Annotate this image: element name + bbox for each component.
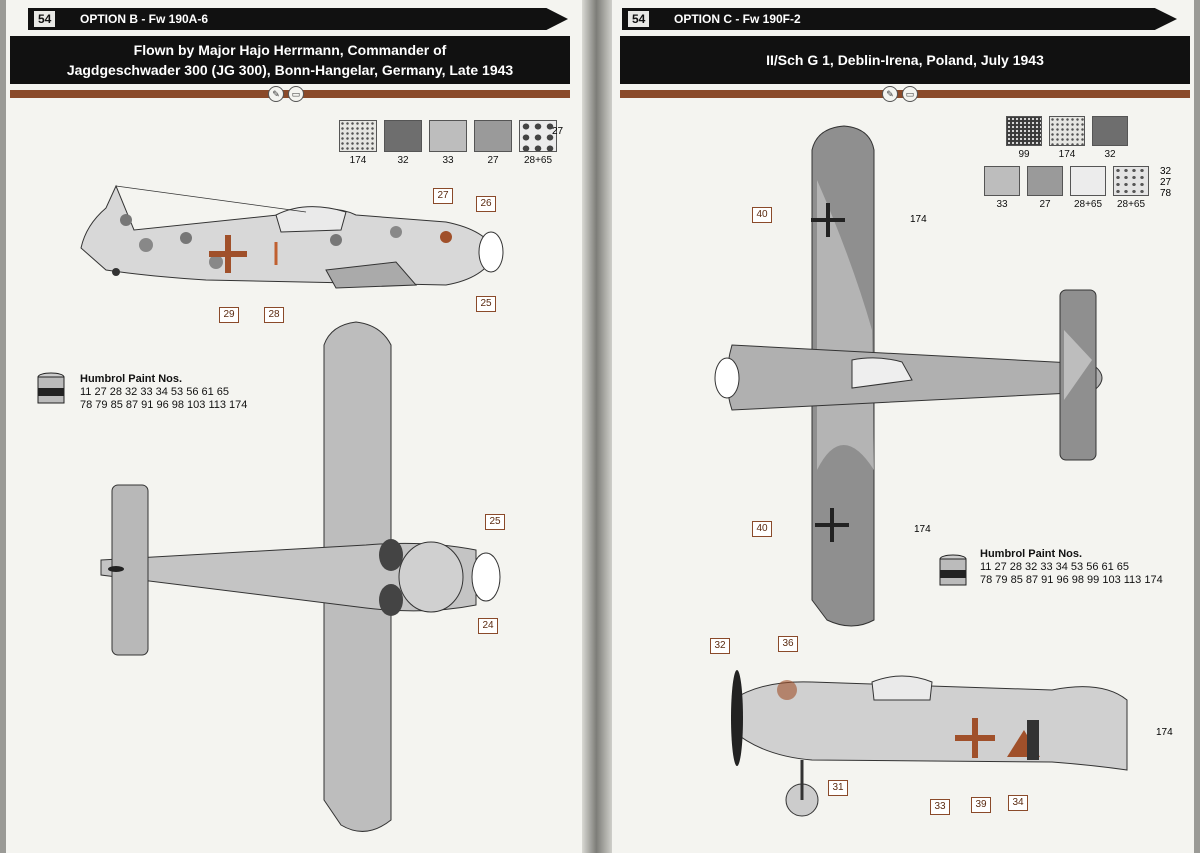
scheme-title-line2: Jagdgeschwader 300 (JG 300), Bonn-Hangel…: [66, 62, 514, 78]
brush-icon: ✎: [882, 86, 898, 102]
side-profile-aircraft: [80, 184, 504, 289]
swatch: 33: [429, 120, 467, 166]
callout-tag: 28: [264, 307, 284, 323]
swatch-box: [474, 120, 512, 152]
swatch: 27: [1027, 166, 1063, 210]
humbrol-row: 78 79 85 87 91 96 98 99 103 113 174: [980, 574, 1163, 586]
paint-can-icon: [939, 554, 967, 586]
swatch: 174: [339, 120, 377, 166]
rule-icons: ✎ ▭: [268, 86, 304, 102]
swatch-label: 33: [996, 199, 1008, 210]
callout-tag: 27: [433, 188, 453, 204]
swatch-label: 28+65: [1073, 199, 1103, 210]
scheme-title-line: II/Sch G 1, Deblin-Irena, Poland, July 1…: [766, 52, 1044, 68]
option-label: OPTION B - Fw 190A-6: [80, 12, 209, 26]
humbrol-row: 78 79 85 87 91 96 98 103 113 174: [80, 399, 248, 411]
swatch-box: [984, 166, 1020, 196]
swatch-label: 27: [487, 155, 499, 166]
top-view-aircraft: [100, 321, 501, 832]
callout-tag: 36: [778, 636, 798, 652]
humbrol-row: 11 27 28 32 33 34 53 56 61 65: [80, 386, 230, 398]
swatch-box: [384, 120, 422, 152]
callout-text: 174: [914, 524, 931, 535]
rule-icons: ✎ ▭: [882, 86, 918, 102]
callout-text: 174: [910, 214, 927, 225]
swatch-side-label: 27: [1160, 177, 1172, 188]
page-number: 54: [628, 11, 650, 27]
callout-tag: 39: [971, 797, 991, 813]
paint-can-icon: [37, 372, 65, 404]
brush-icon: ✎: [268, 86, 284, 102]
scheme-title-line1: Flown by Major Hajo Herrmann, Commander …: [133, 42, 447, 58]
humbrol-row: 11 27 28 32 33 34 53 56 61 65: [980, 561, 1130, 573]
callout-text: 174: [1156, 727, 1173, 738]
right-page: 54 OPTION C - Fw 190F-2 II/Sch G 1, Debl…: [612, 0, 1194, 853]
swatch-label: 174: [349, 155, 367, 166]
decal-icon: ▭: [288, 86, 304, 102]
callout-tag: 29: [219, 307, 239, 323]
book-gutter: [582, 0, 612, 853]
swatch-label: 28+65: [1116, 199, 1146, 210]
side-profile-aircraft: [731, 670, 1128, 817]
swatch-box: [1027, 166, 1063, 196]
option-label: OPTION C - Fw 190F-2: [674, 12, 801, 26]
swatch-label: 33: [442, 155, 454, 166]
scheme-title: Flown by Major Hajo Herrmann, Commander …: [10, 36, 570, 84]
swatch: 28+65: [1070, 166, 1106, 210]
callout-tag: 25: [476, 296, 496, 312]
callout-tag: 31: [828, 780, 848, 796]
swatch-label: 27: [1039, 199, 1051, 210]
swatch-extra-label: 27: [552, 126, 564, 137]
aircraft-drawings: [80, 184, 504, 832]
humbrol-paint-list: Humbrol Paint Nos. 11 27 28 32 33 34 53 …: [80, 373, 247, 412]
swatch-label: 32: [397, 155, 409, 166]
swatch-label: 99: [1018, 149, 1030, 160]
paint-swatches-row1: 99 174 32: [1006, 116, 1128, 160]
option-ribbon: 54 OPTION C - Fw 190F-2: [622, 8, 1177, 30]
swatch: 28+65: [519, 120, 557, 166]
swatch-label: 28+65: [523, 155, 553, 166]
swatch-label: 174: [1058, 149, 1076, 160]
option-ribbon: 54 OPTION B - Fw 190A-6: [28, 8, 568, 30]
aircraft-drawings: [714, 125, 1128, 817]
swatch-box: [429, 120, 467, 152]
swatch-box: [1092, 116, 1128, 146]
callout-tag: 34: [1008, 795, 1028, 811]
swatch-box: [1049, 116, 1085, 146]
swatch: 99: [1006, 116, 1042, 160]
swatch-box: [339, 120, 377, 152]
decal-icon: ▭: [902, 86, 918, 102]
scheme-title: II/Sch G 1, Deblin-Irena, Poland, July 1…: [620, 36, 1190, 84]
callout-tag: 25: [485, 514, 505, 530]
swatch: 32: [1092, 116, 1128, 160]
swatch: 28+65: [1113, 166, 1149, 210]
callout-tag: 32: [710, 638, 730, 654]
swatch: 32: [384, 120, 422, 166]
humbrol-heading: Humbrol Paint Nos.: [980, 548, 1083, 560]
swatch-box: [1070, 166, 1106, 196]
top-view-aircraft: [714, 125, 1103, 627]
swatch-side-label: 32: [1160, 166, 1172, 177]
humbrol-heading: Humbrol Paint Nos.: [80, 373, 183, 385]
swatch-box: [519, 120, 557, 152]
swatch-side-labels: 32 27 78: [1160, 166, 1171, 199]
page-number: 54: [34, 11, 56, 27]
callout-tag: 24: [478, 618, 498, 634]
callout-tag: 40: [752, 207, 772, 223]
swatch-side-label: 78: [1160, 188, 1172, 199]
callout-tag: 40: [752, 521, 772, 537]
callout-tag: 26: [476, 196, 496, 212]
paint-swatches: 174 32 33 27 28+65: [339, 120, 557, 166]
swatch-label: 32: [1104, 149, 1116, 160]
callout-tag: 33: [930, 799, 950, 815]
left-page: 54 OPTION B - Fw 190A-6 Flown by Major H…: [6, 0, 582, 853]
swatch: 174: [1049, 116, 1085, 160]
paint-swatches-row2: 33 27 28+65 28+65: [984, 166, 1149, 210]
humbrol-paint-list: Humbrol Paint Nos. 11 27 28 32 33 34 53 …: [980, 548, 1163, 587]
swatch: 33: [984, 166, 1020, 210]
swatch-box: [1006, 116, 1042, 146]
swatch-box: [1113, 166, 1149, 196]
swatch: 27: [474, 120, 512, 166]
